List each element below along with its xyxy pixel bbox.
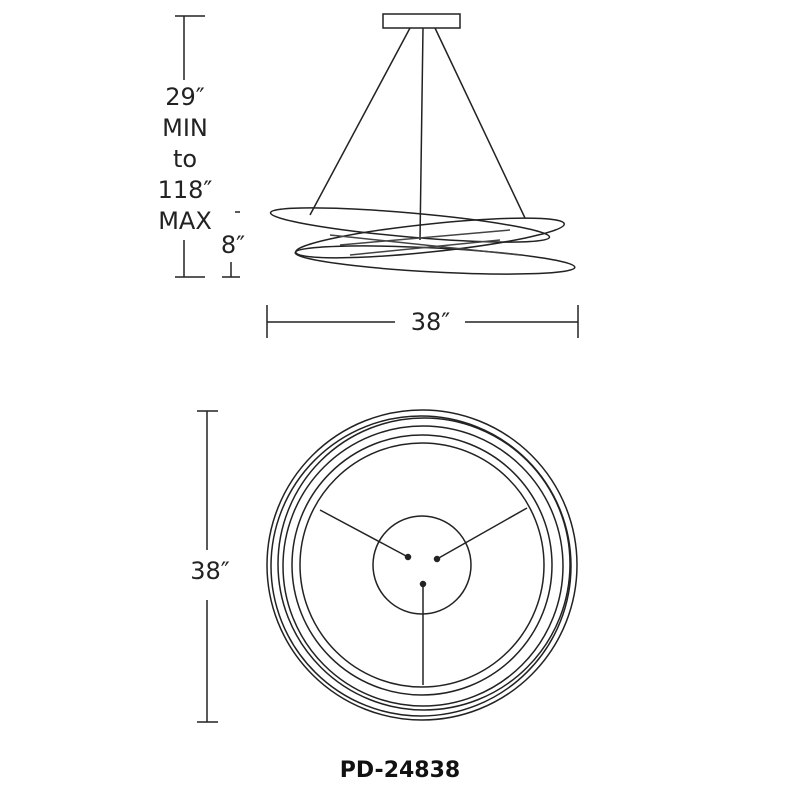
height-min-text: MIN [162,114,208,142]
pendant-top-view [266,409,578,721]
side-width-label: 38″ [398,307,463,338]
top-view-dimension-lines [197,410,218,723]
model-number: PD-24838 [339,758,461,783]
height-max-text: MAX [158,207,212,235]
ring-height-label: 8″ [215,230,251,261]
pendant-side-view [269,13,576,275]
height-range-label: 29″ MIN to 118″ MAX [135,82,235,237]
top-diameter-label: 38″ [185,556,235,587]
height-max-value: 118″ [157,176,213,204]
side-view-dimension-lines [175,15,579,338]
height-min-value: 29″ [165,83,205,111]
height-to-text: to [172,145,198,173]
